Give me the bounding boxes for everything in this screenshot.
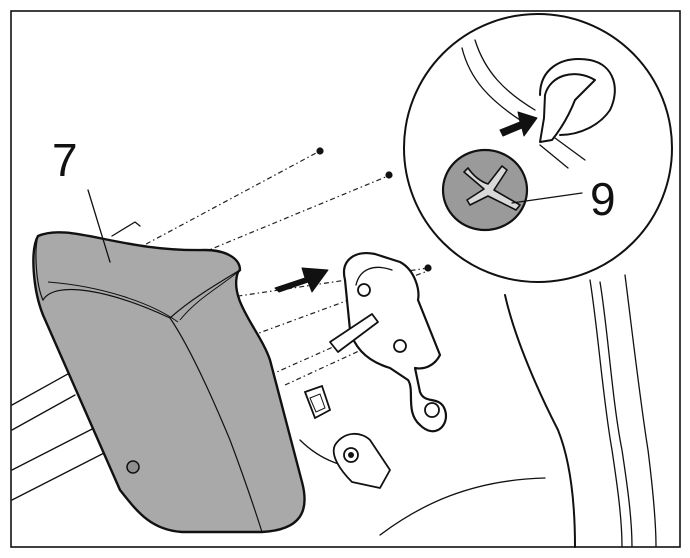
lower-nut-fixture [332,432,391,489]
cover-part-7 [32,231,306,534]
bracket [329,252,448,433]
arrow-right-icon [499,111,538,137]
callout-9: 9 [590,173,616,225]
callout-7: 7 [52,134,78,186]
body-lines-left [11,221,141,501]
leader-line-9 [511,192,583,204]
lower-clip [303,384,332,420]
diagram-frame [10,10,681,548]
leader-line-7 [87,189,111,263]
arrow-right-icon [274,267,329,293]
detail-view [403,13,673,283]
mounting-holes [316,147,432,272]
pillar-lines-right [299,274,657,548]
